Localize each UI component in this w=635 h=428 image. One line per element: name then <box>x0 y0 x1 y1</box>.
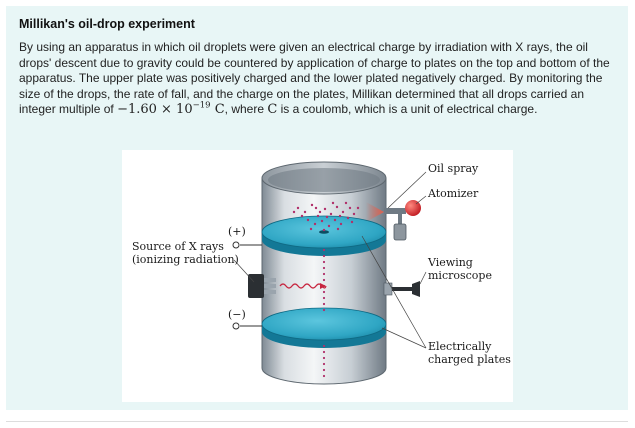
label-viewing-line2: microscope <box>428 269 492 282</box>
body-text-1: By using an apparatus in which oil dropl… <box>19 40 610 117</box>
viewing-microscope <box>383 281 420 297</box>
body-text-3: is a coulomb, which is a unit of electri… <box>277 102 538 117</box>
charge-exponent: −19 <box>192 101 211 112</box>
label-negative: (−) <box>228 308 246 321</box>
label-xray-source-line1: Source of X rays <box>132 240 224 253</box>
section-body: By using an apparatus in which oil dropl… <box>19 40 619 118</box>
label-atomizer: Atomizer <box>427 187 479 200</box>
charge-unit: C <box>210 102 225 118</box>
label-xray-source-line2: (ionizing radiation) <box>132 253 239 266</box>
apparatus-diagram: Oil spray Atomizer (+) Source of X rays … <box>132 161 511 385</box>
leader-lines <box>233 171 427 349</box>
label-oil-spray: Oil spray <box>428 162 479 175</box>
oil-drop-apparatus-figure: Oil spray Atomizer (+) Source of X rays … <box>122 150 513 402</box>
label-plates-line1: Electrically <box>428 340 492 353</box>
body-text-2: , where <box>224 102 268 117</box>
label-positive: (+) <box>228 225 246 238</box>
oil-droplets-cloud <box>292 201 360 232</box>
section-title: Millikan's oil-drop experiment <box>19 17 195 31</box>
atomizer-device <box>366 200 421 241</box>
positive-terminal <box>232 241 262 249</box>
coulomb-symbol: C <box>267 102 278 118</box>
upper-plate <box>261 215 387 256</box>
x-ray-arrowhead <box>320 283 326 289</box>
charge-expression: −1.60 × 10−19 C <box>117 101 225 118</box>
lower-plate <box>261 307 387 348</box>
falling-droplets <box>322 248 326 378</box>
bottom-divider <box>6 421 628 422</box>
negative-terminal <box>232 322 262 330</box>
label-plates-line2: charged plates <box>428 353 511 366</box>
label-viewing-line1: Viewing <box>427 256 473 269</box>
charge-value: −1.60 × 10 <box>117 102 193 118</box>
